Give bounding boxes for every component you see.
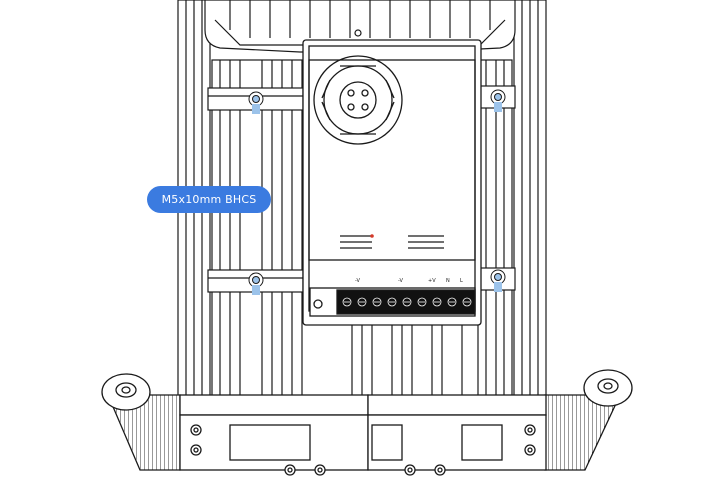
bottom-frame	[101, 369, 633, 476]
terminal-label-4: N	[446, 278, 450, 284]
terminal-label-1: -V	[355, 278, 361, 284]
screw-bottom-left	[248, 272, 264, 295]
foot-left	[101, 373, 151, 411]
screw-bottom-right	[490, 269, 506, 292]
highlighted-screws	[248, 89, 506, 295]
terminal-label-5: L	[460, 278, 463, 284]
fan-grille	[313, 55, 403, 145]
top-heatsink	[204, 0, 516, 53]
frame-extrusions	[177, 0, 547, 401]
screw-top-right	[490, 89, 506, 112]
foot-right	[583, 369, 633, 407]
terminal-label-2: -V	[398, 278, 404, 284]
terminal-screws	[342, 297, 472, 307]
terminal-label-3: +V	[428, 278, 436, 284]
screw-callout-label: M5x10mm BHCS	[147, 186, 271, 213]
vent-slots	[340, 235, 444, 249]
power-supply: -V -V +V N L	[302, 39, 482, 326]
screw-top-left	[248, 91, 264, 114]
